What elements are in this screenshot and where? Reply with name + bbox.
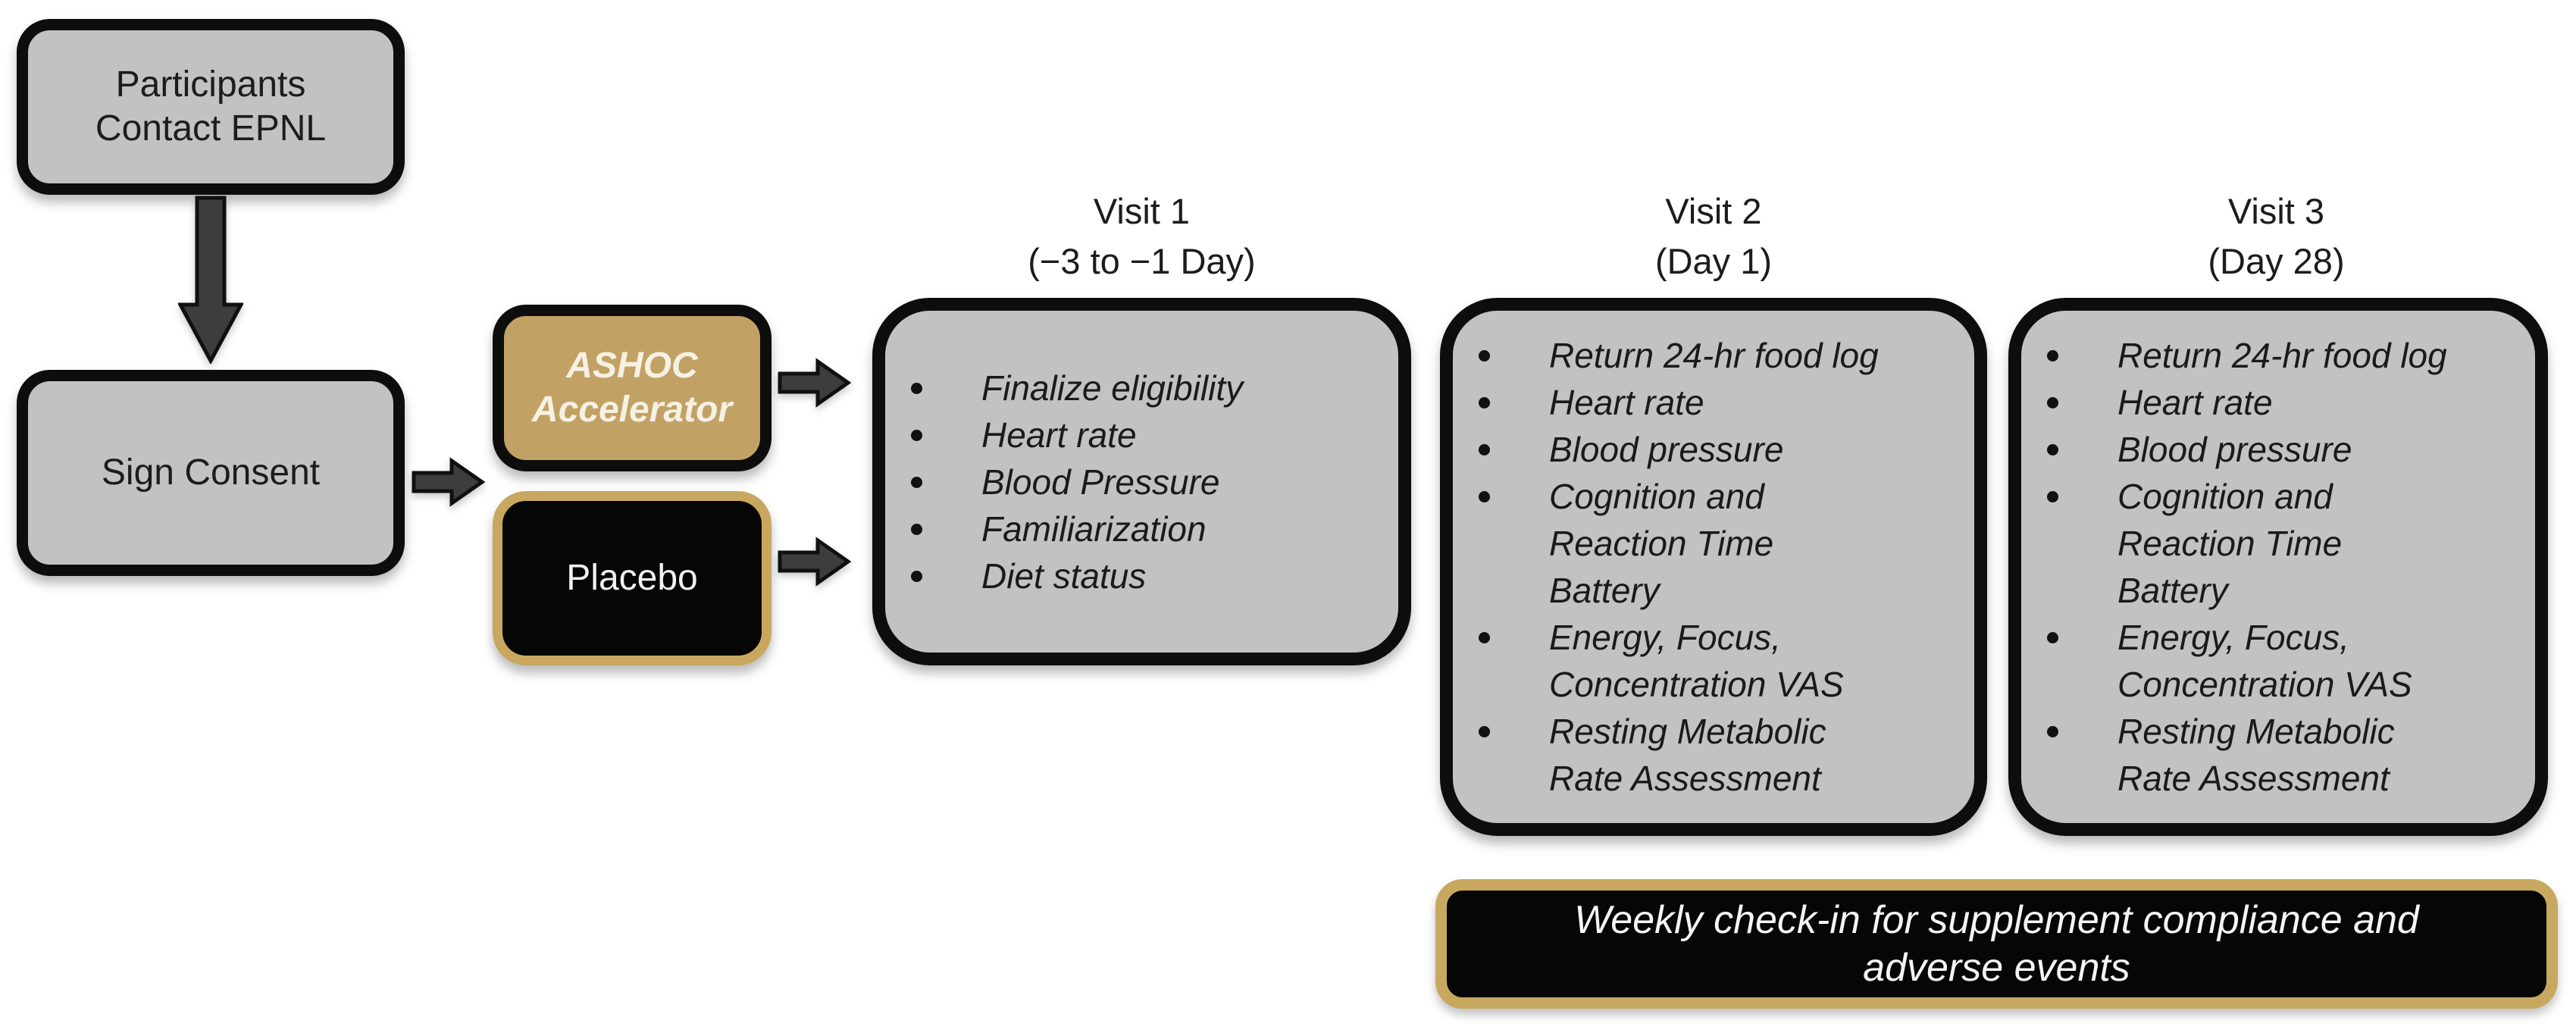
bullet-text: Familiarization bbox=[981, 509, 1207, 549]
arrow-right-consent-icon bbox=[412, 457, 485, 507]
bullet-text: Resting Metabolic Rate Assessment bbox=[2117, 712, 2395, 798]
bullet-item: Resting Metabolic Rate Assessment bbox=[2021, 708, 2520, 802]
bullet-text: Resting Metabolic Rate Assessment bbox=[1549, 712, 1826, 798]
bullet-text: Return 24-hr food log bbox=[2117, 336, 2447, 375]
visit-1-title: Visit 1 (−3 to −1 Day) bbox=[1028, 191, 1256, 281]
bullet-text: Heart rate bbox=[981, 415, 1137, 455]
bullet-text: Diet status bbox=[981, 556, 1147, 596]
ashoc-accelerator-box: ASHOC Accelerator bbox=[493, 305, 772, 471]
bullet-dot-icon bbox=[2047, 491, 2058, 502]
bullet-item: Cognition and Reaction Time Battery bbox=[2021, 473, 2520, 614]
ashoc-accelerator-label: ASHOC Accelerator bbox=[531, 346, 733, 430]
weekly-checkin-label: Weekly check-in for supplement complianc… bbox=[1574, 897, 2419, 990]
bullet-dot-icon bbox=[2047, 726, 2058, 737]
arrow-right-placebo-icon bbox=[778, 537, 851, 587]
bullet-dot-icon bbox=[911, 570, 922, 582]
bullet-item: Diet status bbox=[885, 552, 1383, 599]
bullet-text: Blood Pressure bbox=[981, 462, 1220, 502]
bullet-dot-icon bbox=[1479, 350, 1490, 362]
weekly-checkin-banner: Weekly check-in for supplement complianc… bbox=[1435, 879, 2558, 1009]
bullet-text: Finalize eligibility bbox=[981, 368, 1244, 408]
bullet-text: Blood pressure bbox=[2117, 430, 2352, 469]
bullet-item: Return 24-hr food log bbox=[2021, 332, 2520, 379]
bullet-dot-icon bbox=[1479, 397, 1490, 409]
visit-2-box: Return 24-hr food log Heart rate Blood p… bbox=[1440, 298, 1987, 836]
bullet-text: Heart rate bbox=[2117, 383, 2273, 422]
bullet-dot-icon bbox=[1479, 491, 1490, 502]
bullet-dot-icon bbox=[911, 382, 922, 394]
bullet-dot-icon bbox=[2047, 397, 2058, 409]
placebo-label: Placebo bbox=[566, 558, 698, 598]
bullet-text: Heart rate bbox=[1549, 383, 1704, 422]
bullet-item: Familiarization bbox=[885, 506, 1383, 552]
bullet-dot-icon bbox=[1479, 632, 1490, 643]
participants-contact-label: Participants Contact EPNL bbox=[95, 64, 327, 149]
arrow-down-icon bbox=[178, 196, 243, 364]
sign-consent-label: Sign Consent bbox=[101, 452, 321, 493]
bullet-item: Heart rate bbox=[2021, 379, 2520, 426]
bullet-dot-icon bbox=[2047, 444, 2058, 455]
bullet-text: Energy, Focus, Concentration VAS bbox=[2117, 618, 2412, 704]
visit-3-box: Return 24-hr food log Heart rate Blood p… bbox=[2008, 298, 2548, 836]
bullet-text: Blood pressure bbox=[1549, 430, 1784, 469]
bullet-item: Energy, Focus, Concentration VAS bbox=[2021, 614, 2520, 708]
bullet-dot-icon bbox=[911, 429, 922, 441]
visit-2-title: Visit 2 (Day 1) bbox=[1654, 191, 1773, 281]
bullet-item: Blood pressure bbox=[1453, 426, 1959, 473]
bullet-item: Finalize eligibility bbox=[885, 365, 1383, 412]
placebo-box: Placebo bbox=[493, 491, 772, 665]
bullet-item: Resting Metabolic Rate Assessment bbox=[1453, 708, 1959, 802]
bullet-dot-icon bbox=[911, 476, 922, 488]
bullet-item: Energy, Focus, Concentration VAS bbox=[1453, 614, 1959, 708]
arrow-right-ashoc-icon bbox=[778, 358, 851, 408]
bullet-text: Cognition and Reaction Time Battery bbox=[1549, 477, 1774, 610]
bullet-dot-icon bbox=[1479, 726, 1490, 737]
bullet-item: Blood pressure bbox=[2021, 426, 2520, 473]
bullet-text: Return 24-hr food log bbox=[1549, 336, 1879, 375]
bullet-item: Cognition and Reaction Time Battery bbox=[1453, 473, 1959, 614]
bullet-item: Heart rate bbox=[1453, 379, 1959, 426]
visit-1-box: Finalize eligibility Heart rate Blood Pr… bbox=[872, 298, 1411, 665]
bullet-text: Cognition and Reaction Time Battery bbox=[2117, 477, 2343, 610]
bullet-dot-icon bbox=[911, 523, 922, 535]
sign-consent-box: Sign Consent bbox=[17, 370, 405, 576]
visit-3-title: Visit 3 (Day 28) bbox=[2208, 191, 2345, 281]
bullet-dot-icon bbox=[1479, 444, 1490, 455]
bullet-dot-icon bbox=[2047, 350, 2058, 362]
bullet-item: Blood Pressure bbox=[885, 459, 1383, 506]
bullet-item: Heart rate bbox=[885, 412, 1383, 459]
bullet-dot-icon bbox=[2047, 632, 2058, 643]
bullet-item: Return 24-hr food log bbox=[1453, 332, 1959, 379]
participants-contact-box: Participants Contact EPNL bbox=[17, 19, 405, 195]
bullet-text: Energy, Focus, Concentration VAS bbox=[1549, 618, 1844, 704]
